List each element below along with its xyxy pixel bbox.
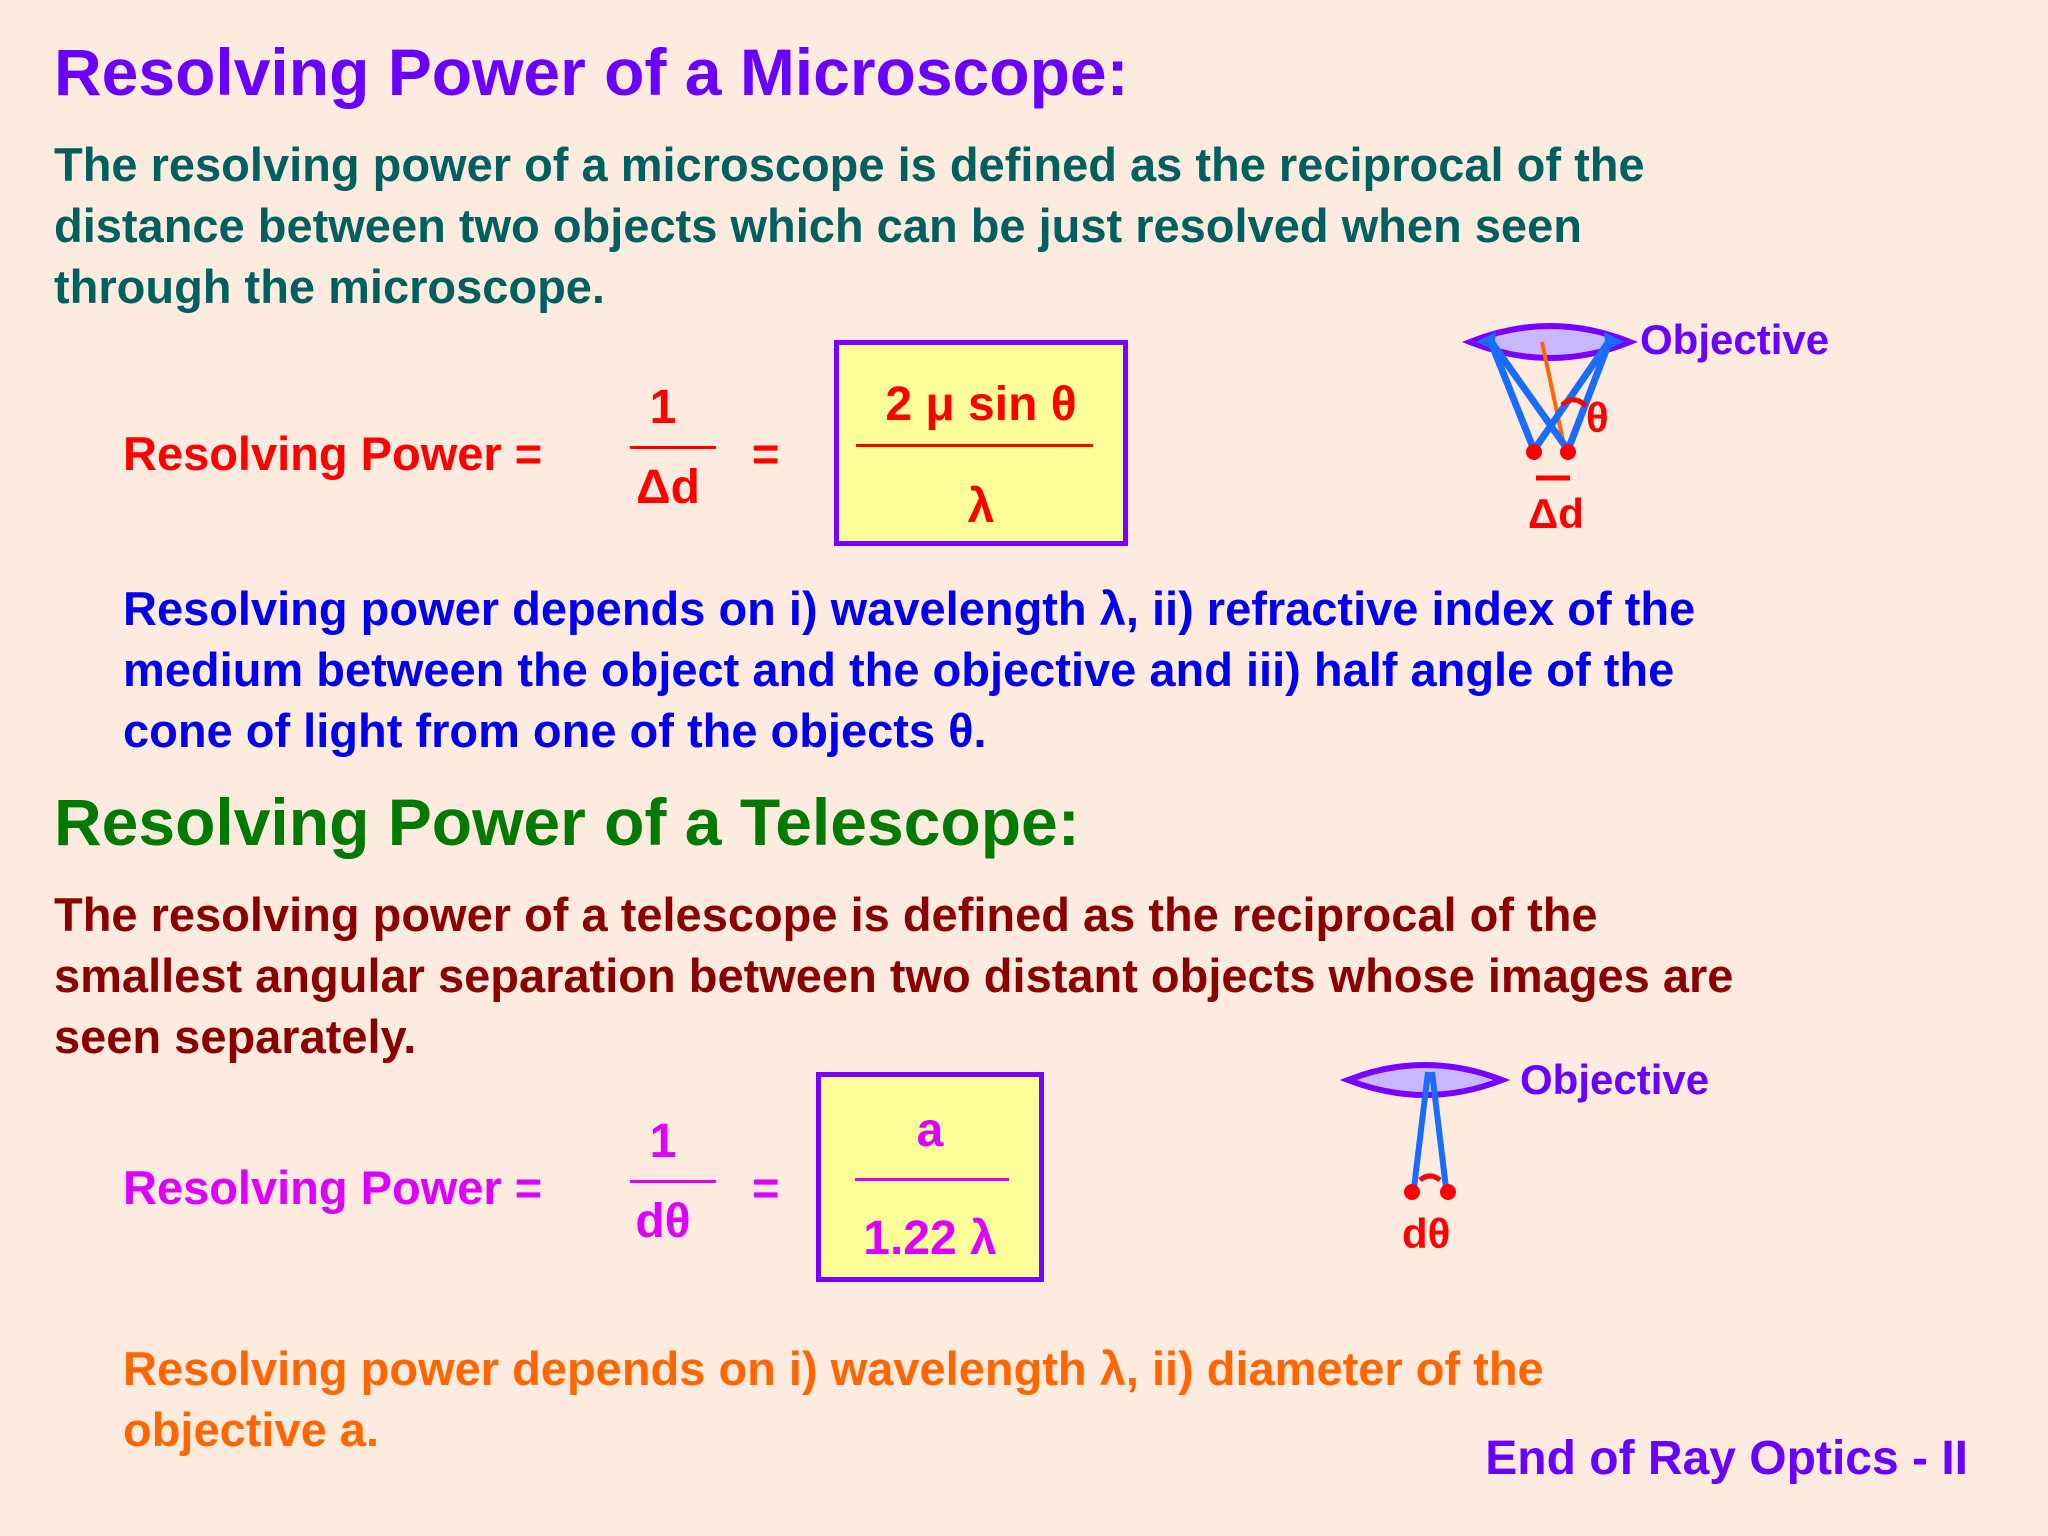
microscope-formula-label: Resolving Power = [123, 427, 543, 480]
microscope-definition-line: distance between two objects which can b… [54, 199, 1582, 252]
microscope-box-denominator: λ [967, 480, 995, 533]
telescope-definition-line: The resolving power of a telescope is de… [54, 888, 1598, 941]
microscope-objective-diagram [1461, 323, 1639, 481]
microscope-depends-line: cone of light from one of the objects θ. [123, 704, 987, 757]
microscope-depends-line: Resolving power depends on i) wavelength… [123, 582, 1696, 635]
microscope-fraction-bar [630, 446, 716, 449]
footer-text: End of Ray Optics - II [1485, 1432, 1968, 1485]
telescope-equals-sign: = [752, 1161, 780, 1214]
microscope-formula-box: 2 μ sin θ λ [834, 340, 1128, 546]
telescope-fraction-denominator: dθ [635, 1195, 691, 1248]
microscope-depends-line: medium between the object and the object… [123, 643, 1675, 696]
telescope-definition: The resolving power of a telescope is de… [54, 884, 1733, 1067]
microscope-theta-label: θ [1586, 394, 1609, 441]
microscope-definition: The resolving power of a microscope is d… [54, 134, 1645, 317]
telescope-box-fraction-bar [855, 1178, 1009, 1181]
microscope-box-fraction-bar [856, 444, 1093, 447]
telescope-box-numerator: a [916, 1104, 944, 1157]
telescope-depends-text: Resolving power depends on i) wavelength… [123, 1338, 1544, 1460]
telescope-dtheta-label: dθ [1402, 1210, 1451, 1257]
microscope-fraction-numerator: 1 [649, 381, 677, 434]
telescope-depends-line: Resolving power depends on i) wavelength… [123, 1342, 1544, 1395]
telescope-title: Resolving Power of a Telescope: [54, 785, 1080, 859]
telescope-box-denominator: 1.22 λ [863, 1212, 997, 1265]
microscope-fraction-denominator: Δd [636, 461, 700, 514]
telescope-formula-box: a 1.22 λ [816, 1072, 1044, 1282]
telescope-formula-label: Resolving Power = [123, 1161, 543, 1214]
telescope-definition-line: seen separately. [54, 1010, 417, 1063]
telescope-definition-line: smallest angular separation between two … [54, 949, 1734, 1002]
telescope-depends-line: objective a. [123, 1403, 379, 1456]
telescope-objective-label: Objective [1520, 1056, 1710, 1103]
microscope-equals-sign: = [752, 427, 780, 480]
telescope-fraction-bar [630, 1180, 716, 1183]
microscope-definition-line: through the microscope. [54, 260, 605, 313]
microscope-depends-text: Resolving power depends on i) wavelength… [123, 578, 1695, 761]
microscope-box-numerator: 2 μ sin θ [885, 378, 1077, 431]
microscope-objective-label: Objective [1640, 316, 1830, 363]
microscope-definition-line: The resolving power of a microscope is d… [54, 138, 1645, 191]
microscope-title: Resolving Power of a Microscope: [54, 35, 1129, 109]
microscope-delta-d-label: Δd [1528, 490, 1584, 537]
telescope-fraction-numerator: 1 [649, 1115, 677, 1168]
telescope-objective-diagram [1340, 1062, 1510, 1200]
